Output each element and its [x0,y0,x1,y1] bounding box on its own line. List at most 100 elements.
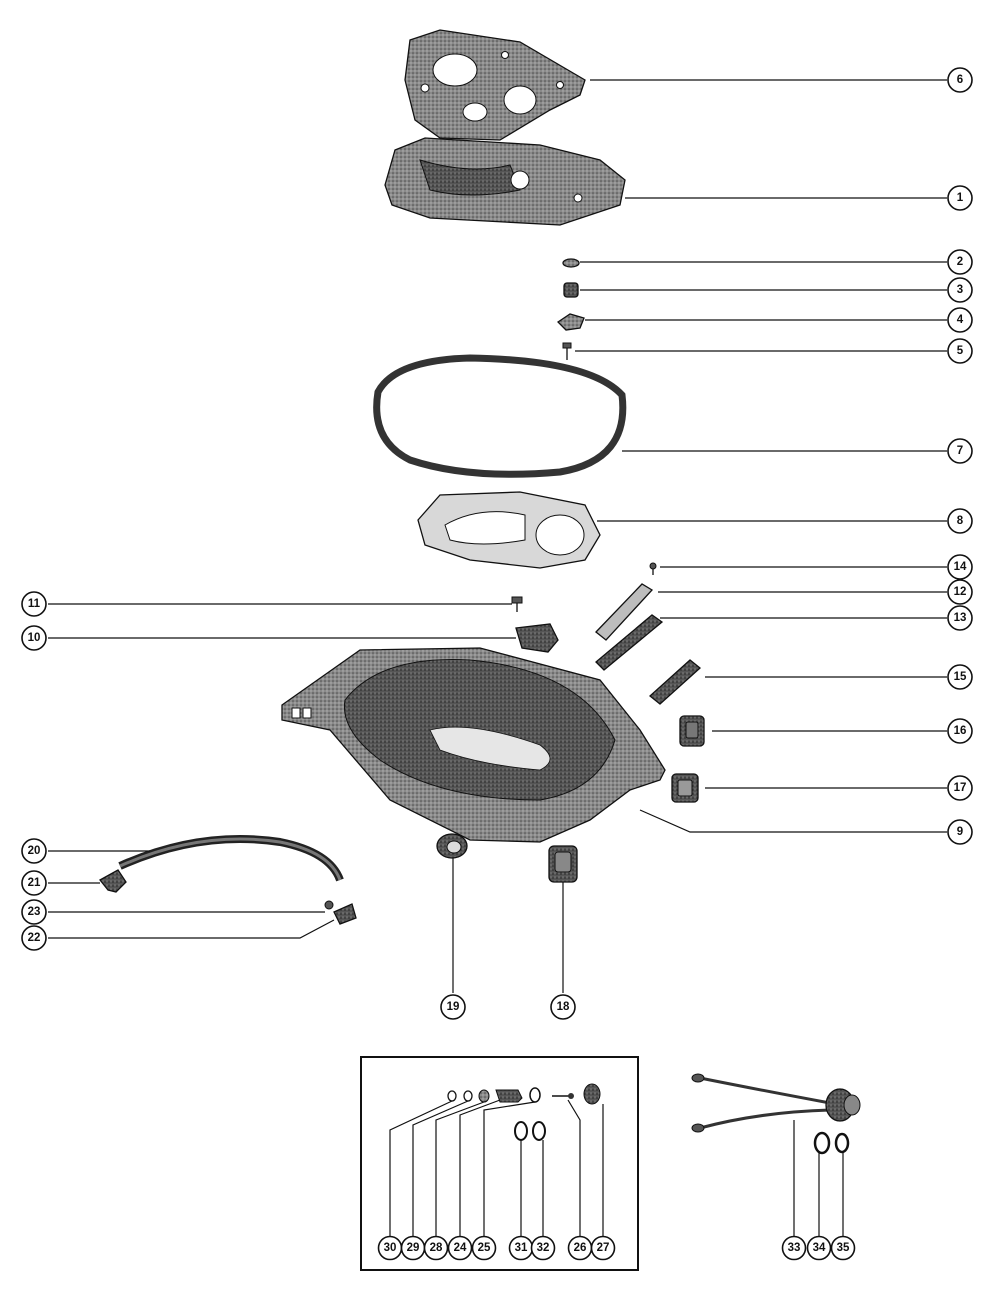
part-screw-11 [511,596,523,612]
part-grommet-18 [548,845,578,883]
callout-28-label: 28 [430,1242,443,1254]
callout-29-label: 29 [407,1242,420,1254]
part-hose [118,835,344,882]
part-bracket [556,313,585,331]
callout-32: 32 [530,1235,556,1261]
callout-34: 34 [806,1235,832,1261]
callout-24: 24 [447,1235,473,1261]
part-screw-5 [562,342,572,360]
part-screw-14 [649,562,657,575]
callout-30-label: 30 [384,1242,397,1254]
callout-18: 18 [550,994,576,1020]
callout-29: 29 [400,1235,426,1261]
part-grommet-17 [671,773,699,803]
callout-3: 3 [947,277,973,303]
callout-3-label: 3 [957,284,963,296]
callout-14: 14 [947,554,973,580]
part-block-10 [515,623,559,653]
callout-13: 13 [947,605,973,631]
callout-21: 21 [21,870,47,896]
callout-6: 6 [947,67,973,93]
part-strip-13 [595,614,664,671]
kit-small-parts [447,1083,601,1141]
callout-34-label: 34 [813,1242,826,1254]
callout-33: 33 [781,1235,807,1261]
callout-4-label: 4 [957,314,964,326]
kit-frame [360,1056,639,1271]
part-ring-34 [813,1131,831,1155]
callout-22: 22 [21,925,47,951]
callout-1: 1 [947,185,973,211]
callout-15: 15 [947,664,973,690]
callout-32-label: 32 [537,1242,550,1254]
callout-23: 23 [21,899,47,925]
callout-19-label: 19 [447,1001,460,1013]
callout-23-label: 23 [28,906,41,918]
part-wire-harness [691,1073,861,1133]
part-clip-23 [324,900,334,910]
callout-9-label: 9 [957,826,963,838]
part-bushing [563,282,579,298]
callout-15-label: 15 [954,671,967,683]
part-grommet-16 [679,715,705,747]
leader-lines [48,79,947,1236]
callout-1-label: 1 [957,192,964,204]
callout-6-label: 6 [957,74,963,86]
callout-8-label: 8 [957,515,964,527]
callout-27-label: 27 [597,1242,610,1254]
part-washer [562,258,580,268]
callout-10-label: 10 [28,632,41,644]
part-connector-22 [333,903,357,925]
callout-35-label: 35 [837,1242,850,1254]
callout-16: 16 [947,718,973,744]
callout-35: 35 [830,1235,856,1261]
callout-2-label: 2 [957,256,963,268]
callout-26-label: 26 [574,1242,587,1254]
callout-30: 30 [377,1235,403,1261]
part-fitting-21 [99,869,127,893]
callout-20-label: 20 [28,845,41,857]
callout-5-label: 5 [957,345,964,357]
callout-12-label: 12 [954,586,967,598]
callout-28: 28 [423,1235,449,1261]
part-ring-19 [436,833,468,859]
part-strip-12 [595,583,654,641]
callout-22-label: 22 [28,932,41,944]
callout-24-label: 24 [454,1242,467,1254]
callout-25-label: 25 [478,1242,491,1254]
callout-4: 4 [947,307,973,333]
callout-17-label: 17 [954,782,967,794]
part-main-housing [281,647,666,843]
part-seal-ring [373,354,627,478]
callout-13-label: 13 [954,612,967,624]
callout-12: 12 [947,579,973,605]
callout-33-label: 33 [788,1242,801,1254]
callout-7-label: 7 [957,445,963,457]
callout-14-label: 14 [954,561,967,573]
part-lower-gasket [417,491,601,569]
part-top-gasket [404,29,586,141]
part-ring-35 [834,1132,850,1154]
callout-2: 2 [947,249,973,275]
callout-26: 26 [567,1235,593,1261]
callout-25: 25 [471,1235,497,1261]
callout-16-label: 16 [954,725,967,737]
callout-8: 8 [947,508,973,534]
callout-27: 27 [590,1235,616,1261]
callout-11-label: 11 [28,598,41,610]
callout-5: 5 [947,338,973,364]
callout-11: 11 [21,591,47,617]
callout-18-label: 18 [557,1001,570,1013]
callout-10: 10 [21,625,47,651]
callout-31-label: 31 [515,1242,528,1254]
callout-9: 9 [947,819,973,845]
callout-20: 20 [21,838,47,864]
callout-17: 17 [947,775,973,801]
callout-19: 19 [440,994,466,1020]
callout-21-label: 21 [28,877,41,889]
callout-7: 7 [947,438,973,464]
callout-31: 31 [508,1235,534,1261]
part-rail-15 [648,659,702,705]
part-cover-housing [384,137,626,226]
